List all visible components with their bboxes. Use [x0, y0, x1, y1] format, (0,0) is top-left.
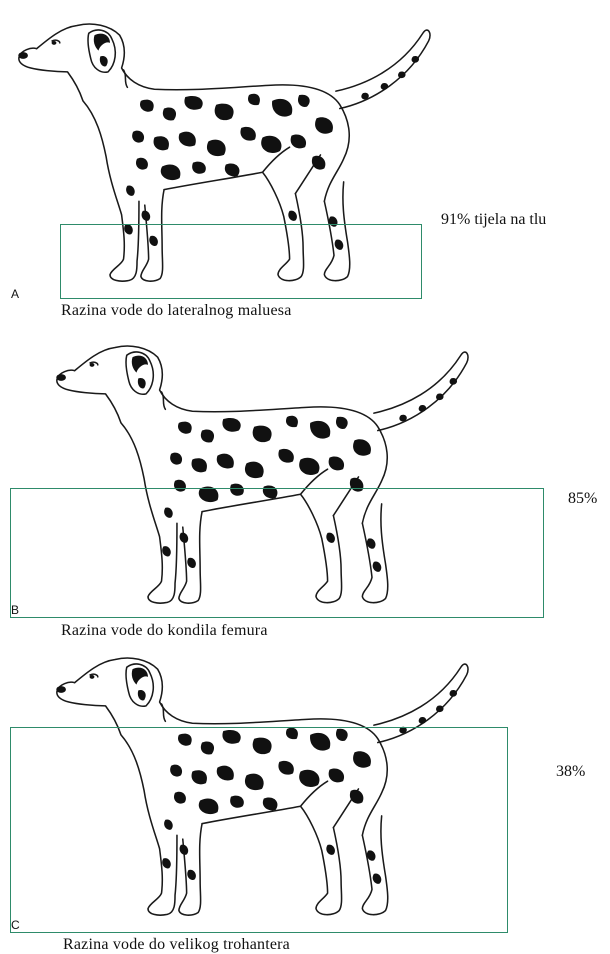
panel-b: B Razina vode do kondila femura 85% [0, 330, 610, 650]
caption-c: Razina vode do velikog trohantera [63, 936, 290, 954]
water-level-box-c [10, 727, 508, 933]
panel-a: A Razina vode do lateralnog maluesa 91% … [0, 0, 610, 330]
weight-bearing-c: 38% [556, 763, 585, 781]
panel-letter-c: C [11, 918, 20, 932]
caption-a: Razina vode do lateralnog maluesa [61, 302, 292, 320]
water-level-box-a [60, 224, 422, 299]
weight-bearing-a: 91% tijela na tlu [441, 211, 546, 229]
panel-letter-b: B [11, 603, 19, 617]
weight-bearing-b: 85% [568, 490, 597, 508]
water-level-box-b [10, 488, 544, 618]
caption-b: Razina vode do kondila femura [61, 622, 268, 640]
panel-c: C Razina vode do velikog trohantera 38% [0, 650, 610, 952]
panel-letter-a: A [11, 287, 19, 301]
